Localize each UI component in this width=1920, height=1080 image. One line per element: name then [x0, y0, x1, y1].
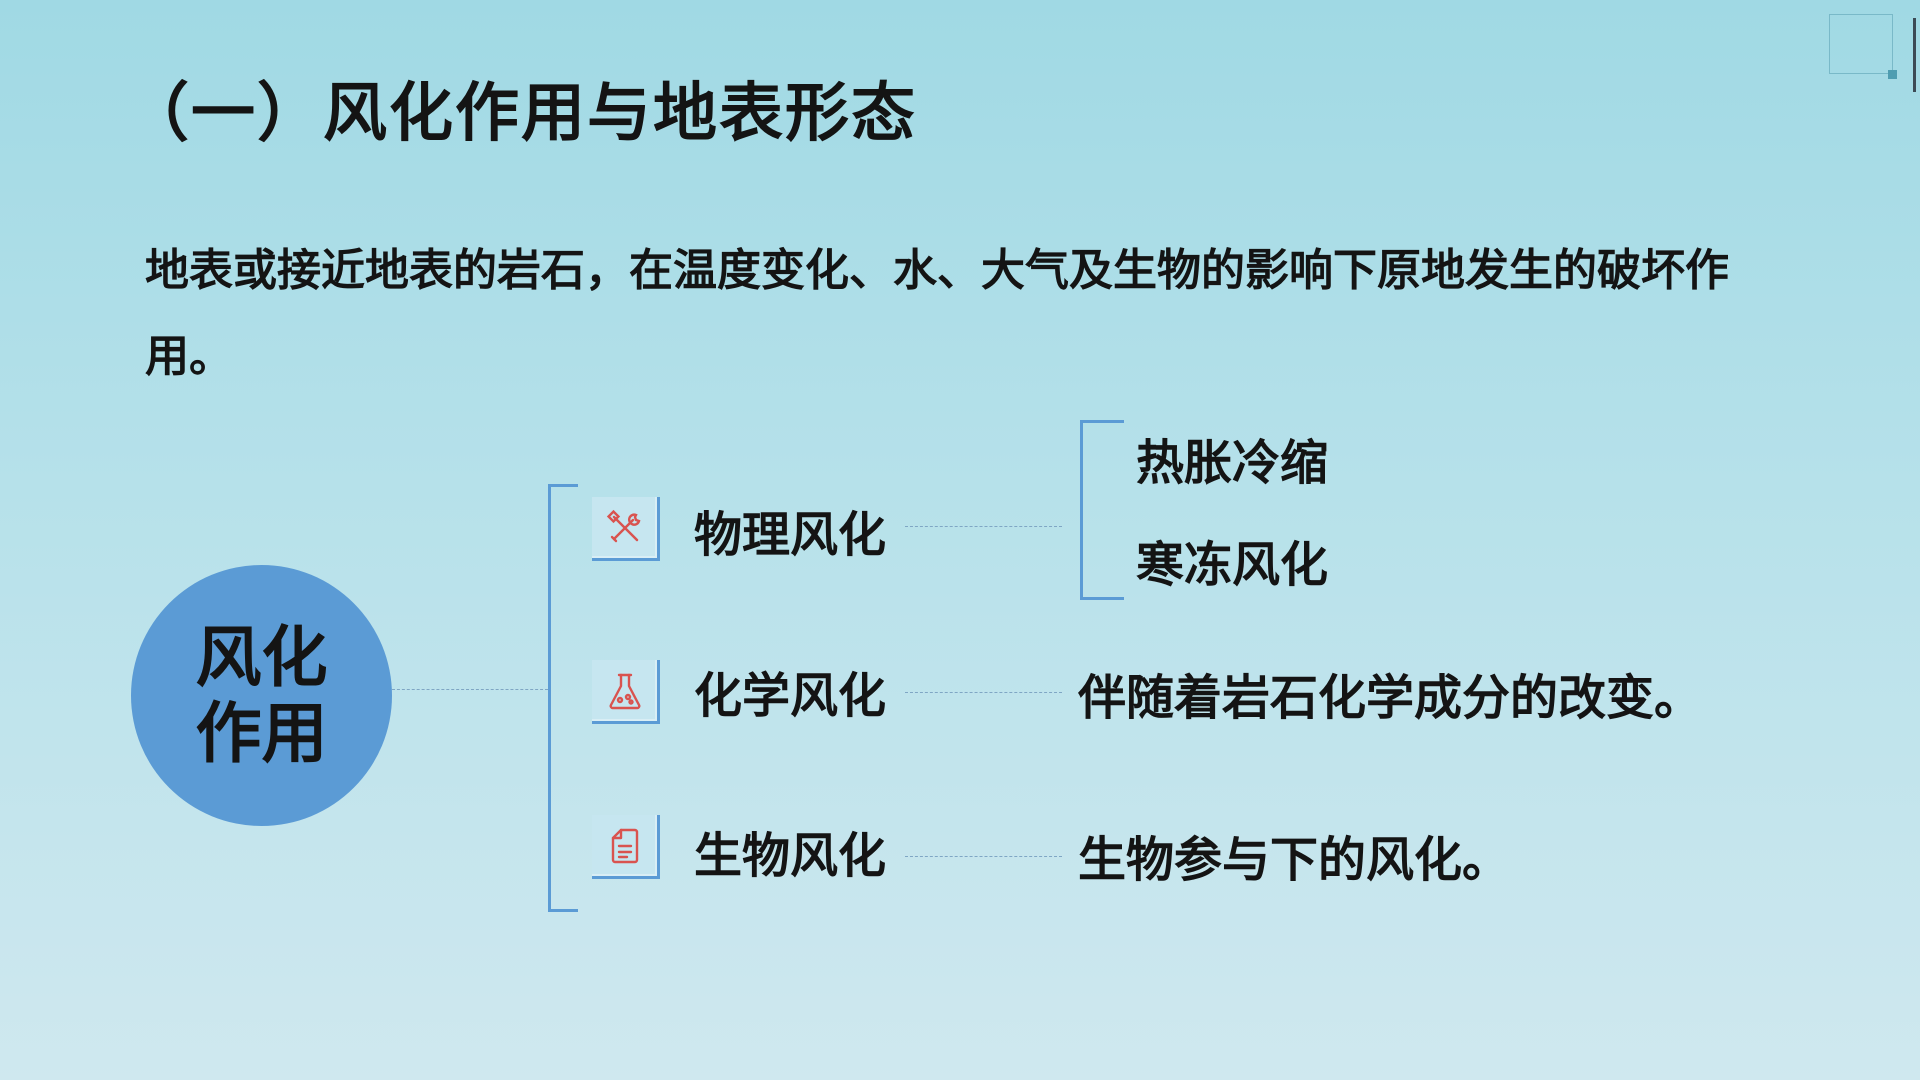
hub-label-line1: 风化 [195, 618, 328, 696]
main-bracket [548, 484, 578, 912]
hub-circle: 风化 作用 [131, 565, 392, 826]
slide-title: （一）风化作用与地表形态 [125, 77, 917, 151]
branch-label-biological: 生物风化 [694, 828, 887, 884]
flask-icon [609, 673, 640, 709]
edge-bar [1913, 18, 1916, 92]
branch-connector-physical [905, 526, 1062, 527]
branch-detail-biological: 生物参与下的风化。 [1078, 832, 1511, 888]
branch-label-physical: 物理风化 [694, 507, 887, 563]
hub-label-line2: 作用 [195, 694, 328, 772]
sub-item-thermal: 热胀冷缩 [1136, 435, 1329, 491]
corner-handle [1888, 70, 1897, 79]
hub-connector [392, 689, 548, 690]
branch-label-chemical: 化学风化 [694, 668, 887, 724]
sub-item-frost: 寒冻风化 [1136, 537, 1329, 593]
branch-detail-chemical: 伴随着岩石化学成分的改变。 [1078, 670, 1703, 726]
sub-bracket-physical [1080, 420, 1124, 600]
branch-icon-box-biological [592, 815, 660, 879]
tools-icon [606, 509, 640, 542]
document-icon [611, 828, 638, 863]
branch-connector-biological [905, 856, 1062, 857]
intro-text: 地表或接近地表的岩石，在温度变化、水、大气及生物的影响下原地发生的破坏作用。 [145, 245, 1729, 382]
branch-icon-box-chemical [592, 660, 660, 724]
branch-icon-box-physical [592, 497, 660, 561]
corner-frame [1829, 14, 1893, 74]
branch-connector-chemical [905, 692, 1062, 693]
